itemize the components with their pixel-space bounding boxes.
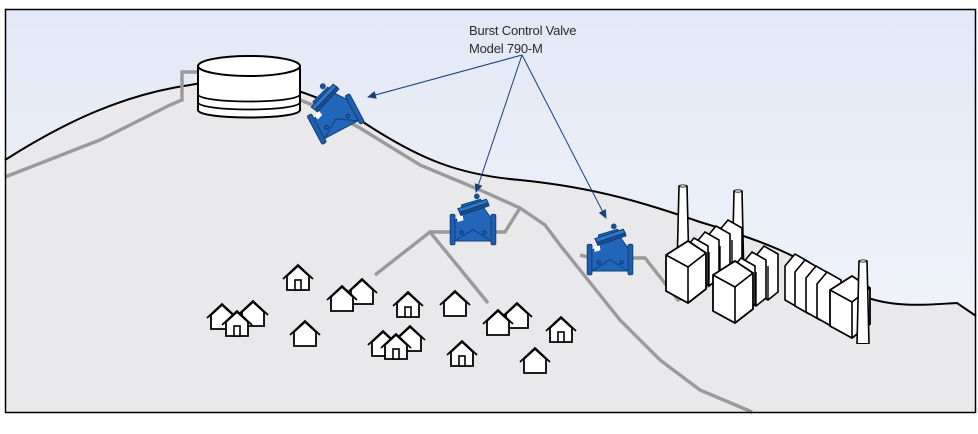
diagram-frame bbox=[4, 8, 977, 414]
pipe-residential-right bbox=[428, 230, 490, 305]
water-tank bbox=[197, 55, 301, 119]
callout-label-line-2: Model 790-M bbox=[469, 41, 543, 56]
arrow-to-valve-residential bbox=[474, 54, 523, 193]
callout-arrows bbox=[367, 54, 607, 219]
callout-label-line-1: Burst Control Valve bbox=[469, 23, 577, 38]
callout-label: Burst Control Valve Model 790-M bbox=[469, 22, 576, 58]
pipe-network bbox=[4, 70, 753, 414]
pipe-main-downhill bbox=[299, 98, 753, 414]
chimney bbox=[856, 259, 870, 345]
pipe-industrial-branch bbox=[579, 253, 589, 259]
arrow-to-valve-industrial bbox=[521, 54, 607, 219]
arrow-to-valve-hilltop bbox=[367, 54, 523, 99]
pipe-left-supply bbox=[4, 70, 200, 179]
